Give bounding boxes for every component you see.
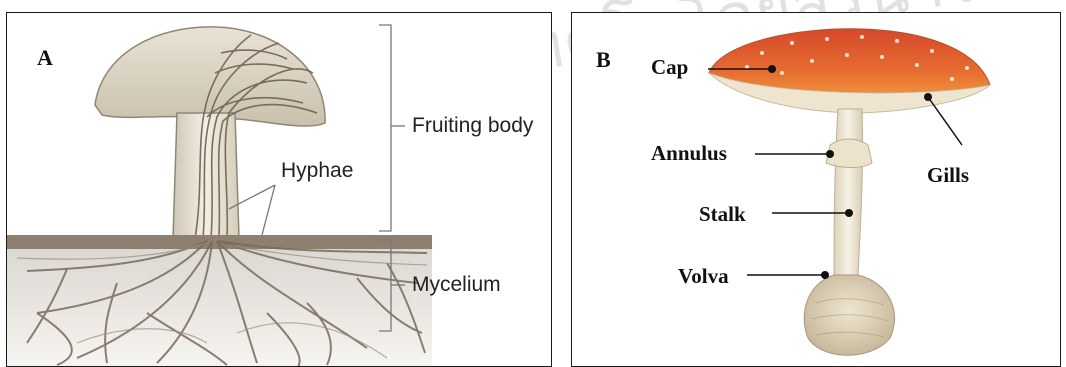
- annulus-label: Annulus: [651, 141, 727, 166]
- fungus-structure-illustration: [7, 13, 552, 367]
- volva-label: Volva: [678, 264, 729, 289]
- mushroom-stalk: [173, 113, 239, 238]
- amanita-mushroom-illustration: [572, 13, 1061, 367]
- panel-a-letter: A: [37, 45, 53, 71]
- hyphae-label: Hyphae: [281, 159, 353, 183]
- mushroom-stalk-b: [834, 109, 863, 275]
- stalk-label: Stalk: [699, 202, 746, 227]
- mushroom-cap-red: [709, 29, 990, 93]
- gills-label: Gills: [927, 163, 969, 188]
- panel-b: B Cap Annulus Gills Stalk Volva: [571, 12, 1061, 367]
- mycelium-label: Mycelium: [412, 273, 501, 297]
- panel-b-letter: B: [596, 47, 611, 73]
- fruiting-body-label: Fruiting body: [412, 114, 533, 138]
- fruiting-body-bracket: [379, 25, 391, 231]
- panel-a: A Fruiting body Hyphae Mycelium: [6, 12, 552, 367]
- mushroom-cap: [95, 27, 325, 126]
- cap-label: Cap: [651, 55, 688, 80]
